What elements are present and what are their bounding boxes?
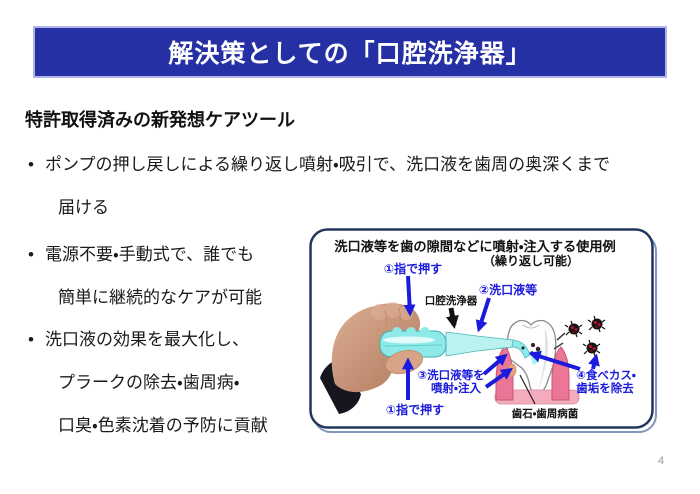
tooth-shading <box>538 328 548 390</box>
bullet-line: 口臭・色素沈着の予防に貢献 <box>58 416 268 435</box>
bullet-line: プラークの除去・歯周病・ <box>58 373 240 392</box>
title-banner: 解決策としての「口腔洗浄器」 <box>33 26 667 78</box>
bullet-line: 届ける <box>58 198 109 217</box>
label-rinse: ②洗口液等 <box>479 282 537 297</box>
crown-groove <box>522 324 540 329</box>
finger-creases <box>384 307 401 325</box>
pointer-line-tartar <box>519 374 536 405</box>
knuckle <box>371 304 387 320</box>
grip-groove <box>420 327 430 337</box>
section-heading: 特許取得済みの新発想ケアツール <box>25 110 295 130</box>
bullet-text: ポンプの押し戻しによる繰り返し噴射・吸引で、洗口液を歯周の奥深くまで <box>45 155 611 174</box>
bullet-item: • 電源不要・手動式で、誰でも 簡単に継続的なケアが可能 <box>28 233 262 319</box>
bullet-text: 電源不要・手動式で、誰でも <box>45 245 255 264</box>
arrow-device-icon <box>446 307 459 329</box>
label-press-top: ①指で押す <box>384 261 442 276</box>
usage-diagram: 洗口液等を歯の隙間などに噴射・注入する使用例 （繰り返し可能） <box>309 228 657 433</box>
bullet-item: • 洗口液の効果を最大化し、 プラークの除去・歯周病・ 口臭・色素沈着の予防に貢献 <box>28 318 268 447</box>
label-device: 口腔洗浄器 <box>425 294 478 307</box>
bullet-line: • 洗口液の効果を最大化し、 <box>28 318 268 361</box>
label-debris-line1: ④食べカス・ <box>576 368 636 382</box>
motion-lines <box>553 332 566 350</box>
bullet-text: 洗口液の効果を最大化し、 <box>45 330 249 349</box>
handle-seam <box>384 344 443 347</box>
bullet-line: 簡単に継続的なケアが可能 <box>58 288 262 307</box>
diagram-subtitle: （繰り返し可能） <box>483 253 579 268</box>
knuckle <box>385 302 401 318</box>
arrow-rinse-icon <box>475 297 491 333</box>
label-debris-line2: 歯垢を除去 <box>576 381 634 395</box>
bullet-line: • ポンプの押し戻しによる繰り返し噴射・吸引で、洗口液を歯周の奥深くまで <box>28 143 610 186</box>
grip-groove <box>392 327 402 337</box>
arrow-press-top-icon <box>403 275 416 317</box>
label-spray-line1: ③洗口液等を <box>417 368 484 382</box>
arrow-debris-long-icon <box>528 350 581 371</box>
grip-groove <box>406 327 416 337</box>
label-spray-line2: 噴射・注入 <box>431 381 481 395</box>
arrow-spray-icon <box>484 367 513 389</box>
page-number: 4 <box>658 455 665 467</box>
bullet-marker: • <box>28 245 34 264</box>
bullet-marker: • <box>28 330 34 349</box>
label-press-bottom: ①指で押す <box>386 402 444 417</box>
device-tip <box>511 339 531 359</box>
slide-title: 解決策としての「口腔洗浄器」 <box>168 40 532 68</box>
arrow-debris-small-icon <box>588 353 600 370</box>
label-tartar: 歯石・歯周病菌 <box>512 407 579 420</box>
diagram-title: 洗口液等を歯の隙間などに噴射・注入する使用例 <box>334 238 615 254</box>
bullet-item: • ポンプの押し戻しによる繰り返し噴射・吸引で、洗口液を歯周の奥深くまで 届ける <box>28 143 610 229</box>
arrow-spray-icon <box>482 353 508 376</box>
bullet-line: • 電源不要・手動式で、誰でも <box>28 233 262 276</box>
bullet-marker: • <box>28 155 34 174</box>
palm <box>331 303 421 393</box>
handle-highlight <box>383 336 435 344</box>
